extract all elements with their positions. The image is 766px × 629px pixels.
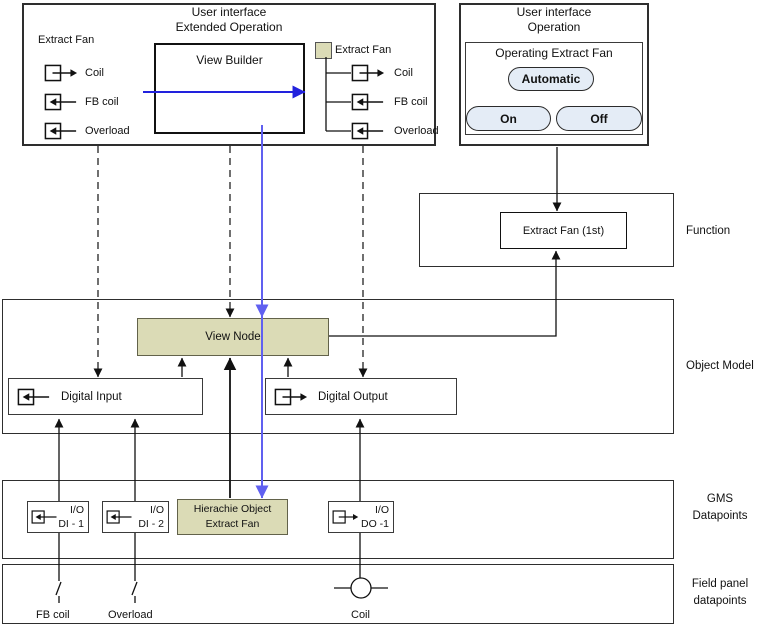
view-node-label: View Node [205,331,261,343]
datapoint-line1: I/O [149,504,164,516]
field-panel-layer-box [2,564,674,624]
operating-panel-title: Operating Extract Fan [495,46,613,60]
input-icon [44,92,78,112]
datapoint-di2-box: I/O DI - 2 [102,501,169,533]
extended-operation-title-1: User interface [191,5,267,19]
fb-coil-symbol-label: FB coil [36,609,70,621]
output-icon [332,509,359,525]
digital-input-label: Digital Input [61,390,122,403]
gms-layer-label: GMS Datapoints [672,491,766,525]
source-group-title: Extract Fan [38,34,95,46]
output-icon [351,63,385,83]
input-icon [31,509,58,525]
result-group-title: Extract Fan [335,44,392,56]
datapoint-line2: DO -1 [360,518,389,530]
operation-title-2: Operation [527,20,581,34]
digital-output-box: Digital Output [265,378,457,415]
result-item-label: Coil [394,67,413,79]
datapoint-do1-box: I/O DO -1 [328,501,394,533]
datapoint-line2: DI - 1 [58,518,84,530]
digital-output-label: Digital Output [318,390,388,403]
extended-operation-title-2: Extended Operation [175,20,283,34]
on-button[interactable]: On [466,106,551,131]
result-item-label: Overload [394,125,439,137]
input-icon [106,509,133,525]
operation-title-1: User interface [516,5,592,19]
hierarchy-object-line1: Hierachie Object [193,503,272,515]
input-icon [44,121,78,141]
output-icon [44,63,78,83]
overload-symbol-label: Overload [108,609,153,621]
result-item-label: FB coil [394,96,428,108]
coil-symbol-label: Coil [351,609,370,621]
object-model-layer-label: Object Model [686,360,754,372]
digital-input-box: Digital Input [8,378,203,415]
source-item-label: FB coil [85,96,119,108]
function-layer-label: Function [686,225,731,237]
datapoint-line1: I/O [374,504,389,516]
field-panel-label-line1: Field panel [691,578,749,590]
hierarchy-object-line2: Extract Fan [205,518,260,530]
datapoint-line2: DI - 2 [138,518,164,530]
view-builder-box [154,43,305,134]
output-icon [274,387,308,407]
datapoint-line1: I/O [69,504,84,516]
input-icon [351,121,385,141]
view-builder-label: View Builder [196,53,263,67]
extract-fan-function-box: Extract Fan (1st) [500,212,627,249]
gms-layer-box [2,480,674,559]
gms-label-line2: Datapoints [692,510,748,522]
hierarchy-node-icon [315,42,332,59]
field-panel-label-line2: datapoints [693,595,747,607]
source-item-label: Overload [85,125,130,137]
datapoint-di1-box: I/O DI - 1 [27,501,89,533]
input-icon [17,387,51,407]
view-node-box: View Node [137,318,329,356]
gms-label-line1: GMS [706,493,734,505]
off-button[interactable]: Off [556,106,642,131]
hierarchy-object-box: Hierachie Object Extract Fan [177,499,288,535]
automatic-button[interactable]: Automatic [508,67,594,91]
field-panel-layer-label: Field panel datapoints [672,576,766,610]
input-icon [351,92,385,112]
source-item-label: Coil [85,67,104,79]
extract-fan-function-label: Extract Fan (1st) [522,224,605,237]
